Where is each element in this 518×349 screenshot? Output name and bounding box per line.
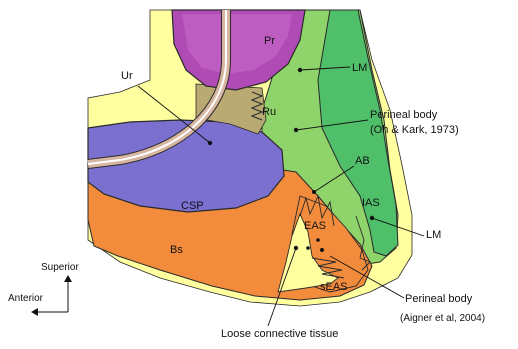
label-seas: sEAS xyxy=(320,281,348,293)
fiber-dot-1 xyxy=(306,246,310,250)
label-perineal-body-1-ref: (Oh & Kark, 1973) xyxy=(370,124,459,136)
label-perineal-body-2: Perineal body xyxy=(405,293,473,305)
label-ru: Ru xyxy=(262,106,276,118)
label-lm-top: LM xyxy=(352,62,367,74)
compass-up-arrow xyxy=(64,275,72,282)
label-perineal-body-1: Perineal body xyxy=(370,109,438,121)
label-bs: Bs xyxy=(170,244,183,256)
leader-loose-connective-dot xyxy=(294,246,298,250)
label-ias: IAS xyxy=(362,197,380,209)
label-lm-bottom: LM xyxy=(426,229,441,241)
leader-lm-bottom-dot xyxy=(370,216,374,220)
leader-ab-dot xyxy=(312,190,316,194)
label-pr: Pr xyxy=(264,35,275,47)
label-csp: CSP xyxy=(181,200,204,212)
label-anterior: Anterior xyxy=(8,293,44,304)
label-ab: AB xyxy=(355,155,370,167)
fiber-dot-2 xyxy=(316,238,320,242)
label-loose-connective: Loose connective tissue xyxy=(221,328,338,340)
compass-left-arrow xyxy=(31,308,38,316)
leader-perineal-body-2-dot xyxy=(320,248,324,252)
label-perineal-body-2-ref: (Aigner et al, 2004) xyxy=(400,313,485,324)
label-eas: EAS xyxy=(304,220,326,232)
leader-ur-dot xyxy=(208,141,212,145)
label-superior: Superior xyxy=(41,262,79,273)
leader-lm-top-dot xyxy=(298,68,302,72)
leader-perineal-body-1-dot xyxy=(294,128,298,132)
label-ur: Ur xyxy=(121,70,133,82)
